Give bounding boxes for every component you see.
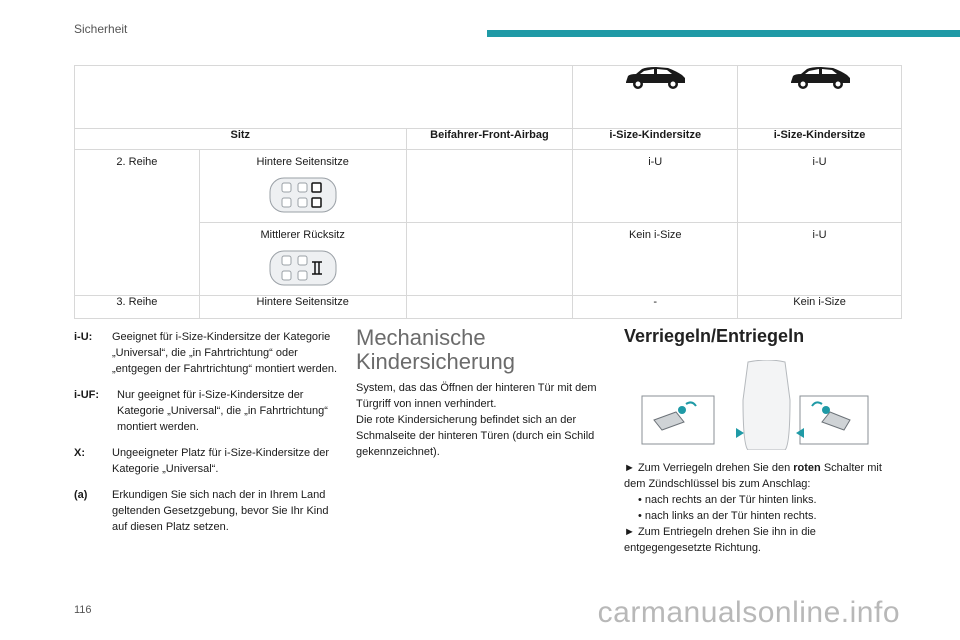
watermark: carmanualsonline.info — [597, 596, 900, 629]
seat-table: Sitz Beifahrer-Front-Airbag i-Size-Kinde… — [73, 65, 902, 319]
col-header-isize-1: i-Size-Kindersitze — [572, 128, 739, 150]
mechanical-paragraph: Die rote Kindersicherung befindet sich a… — [356, 414, 595, 458]
isize-value: i-U — [572, 149, 739, 223]
isize-value: Kein i-Size — [572, 222, 739, 296]
col-header-isize-2: i-Size-Kindersitze — [737, 128, 902, 150]
seat-diagram-icon — [269, 177, 337, 213]
legend-notes: i-U: Geeignet für i-Size-Kindersitze der… — [74, 329, 344, 545]
mechanical-lock-heading: Mechanische Kindersicherung — [356, 325, 515, 374]
airbag-cell — [405, 222, 574, 296]
table-row: Mittlerer Rücksitz Kein i-Size i-U — [75, 222, 902, 296]
row-label: 3. Reihe — [74, 295, 200, 319]
isize-value: i-U — [737, 149, 902, 223]
row-label: 2. Reihe — [74, 149, 200, 296]
note-item: i-U: Geeignet für i-Size-Kindersitze der… — [74, 329, 344, 377]
instruction-unlock: ► Zum Entriegeln drehen Sie ihn in die e… — [624, 526, 816, 554]
child-lock-illustration — [641, 360, 869, 450]
mechanical-paragraph: System, das das Öffnen der hinteren Tür … — [356, 382, 597, 410]
section-accent-bar — [487, 30, 960, 37]
note-key: X: — [74, 447, 85, 459]
note-text: Erkundigen Sie sich nach der in Ihrem La… — [112, 489, 329, 533]
instruction-bullet: • nach links an der Tür hinten rechts. — [638, 510, 817, 522]
seat-cell: Mittlerer Rücksitz — [198, 222, 407, 296]
col-header-seat: Sitz — [74, 128, 407, 150]
seat-cell: Hintere Seitensitze — [198, 149, 407, 223]
table-row: 2. Reihe Hintere Seitensitze i-U i-U — [74, 149, 902, 296]
note-key: i-U: — [74, 331, 93, 343]
note-text: Ungeeigneter Platz für i-Size-Kindersitz… — [112, 447, 330, 475]
lock-unlock-heading: Verriegeln/Entriegeln — [624, 326, 805, 346]
note-key: i-UF: — [74, 389, 100, 401]
isize-value: Kein i-Size — [737, 295, 902, 319]
mechanical-lock-text: System, das das Öffnen der hinteren Tür … — [356, 380, 611, 460]
seat-name: Hintere Seitensitze — [256, 156, 349, 168]
lock-instructions: ► Zum Verriegeln drehen Sie den roten Sc… — [624, 460, 904, 556]
note-item: X: Ungeeigneter Platz für i-Size-Kinders… — [74, 445, 344, 477]
isize-value: i-U — [737, 222, 902, 296]
seat-name: Mittlerer Rücksitz — [260, 229, 345, 241]
airbag-cell — [405, 149, 574, 223]
instruction-bullet: • nach rechts an der Tür hinten links. — [638, 494, 817, 506]
car-side-icon — [790, 67, 850, 89]
seat-name: Hintere Seitensitze — [198, 295, 407, 319]
isize-value: - — [572, 295, 739, 319]
instruction-lock: ► Zum Verriegeln drehen Sie den roten Sc… — [624, 462, 882, 490]
note-key: (a) — [74, 489, 88, 501]
car-icon-cell — [572, 65, 739, 129]
note-item: (a) Erkundigen Sie sich nach der in Ihre… — [74, 487, 344, 535]
table-blank-cell — [73, 65, 574, 129]
section-title: Sicherheit — [74, 22, 128, 36]
car-icon-cell — [737, 65, 902, 129]
table-row: 3. Reihe Hintere Seitensitze - Kein i-Si… — [74, 295, 902, 319]
note-item: i-UF: Nur geeignet für i-Size-Kindersitz… — [74, 387, 344, 435]
seat-diagram-icon — [269, 250, 337, 286]
car-side-icon — [626, 67, 686, 89]
col-header-airbag: Beifahrer-Front-Airbag — [405, 128, 574, 150]
page-number: 116 — [74, 604, 92, 616]
note-text: Nur geeignet für i-Size-Kindersitze der … — [117, 389, 328, 433]
note-text: Geeignet für i-Size-Kindersitze der Kate… — [112, 331, 338, 375]
airbag-cell — [405, 295, 574, 319]
